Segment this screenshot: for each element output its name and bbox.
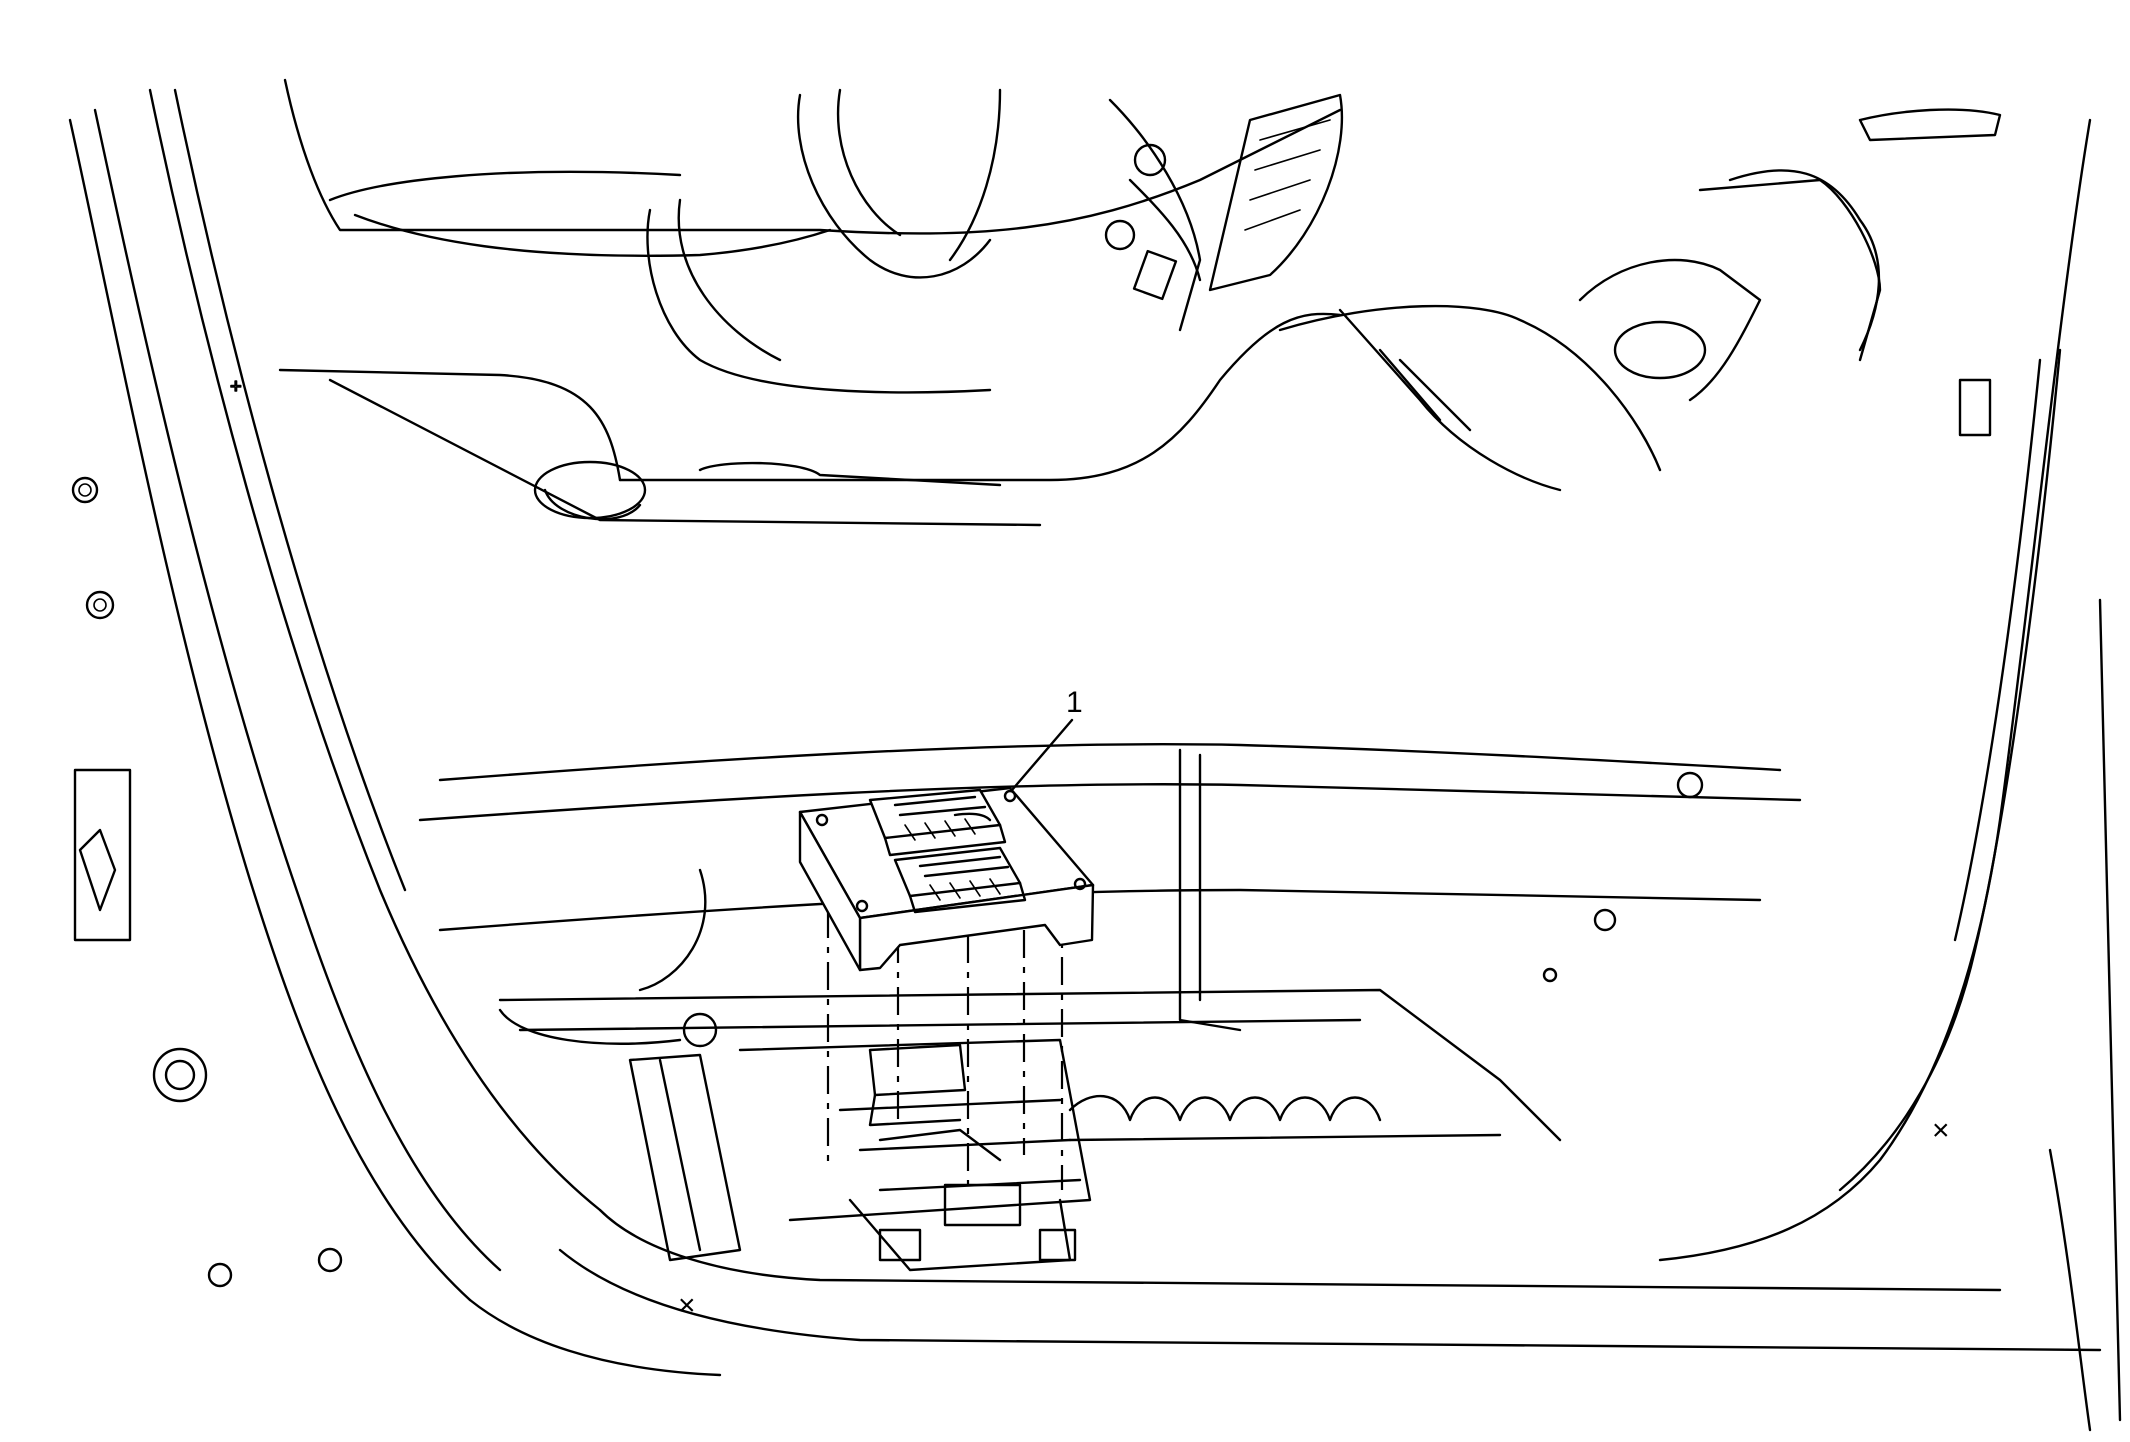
floor (418, 743, 1802, 1272)
svg-text:+: + (230, 376, 242, 398)
reference-mark: × (1932, 1114, 1950, 1147)
alignment-lines (826, 905, 1064, 1190)
door-opening-icon: + (68, 88, 2102, 1377)
callout-1: 1 (1010, 686, 1083, 792)
callout-label-1: 1 (1066, 686, 1083, 719)
dashboard (278, 78, 1992, 527)
module-bracket-icon (868, 1043, 1002, 1162)
reference-mark: × (678, 1289, 696, 1322)
right-pillar (1658, 108, 2122, 1432)
electronic-control-module-icon (798, 786, 1095, 972)
